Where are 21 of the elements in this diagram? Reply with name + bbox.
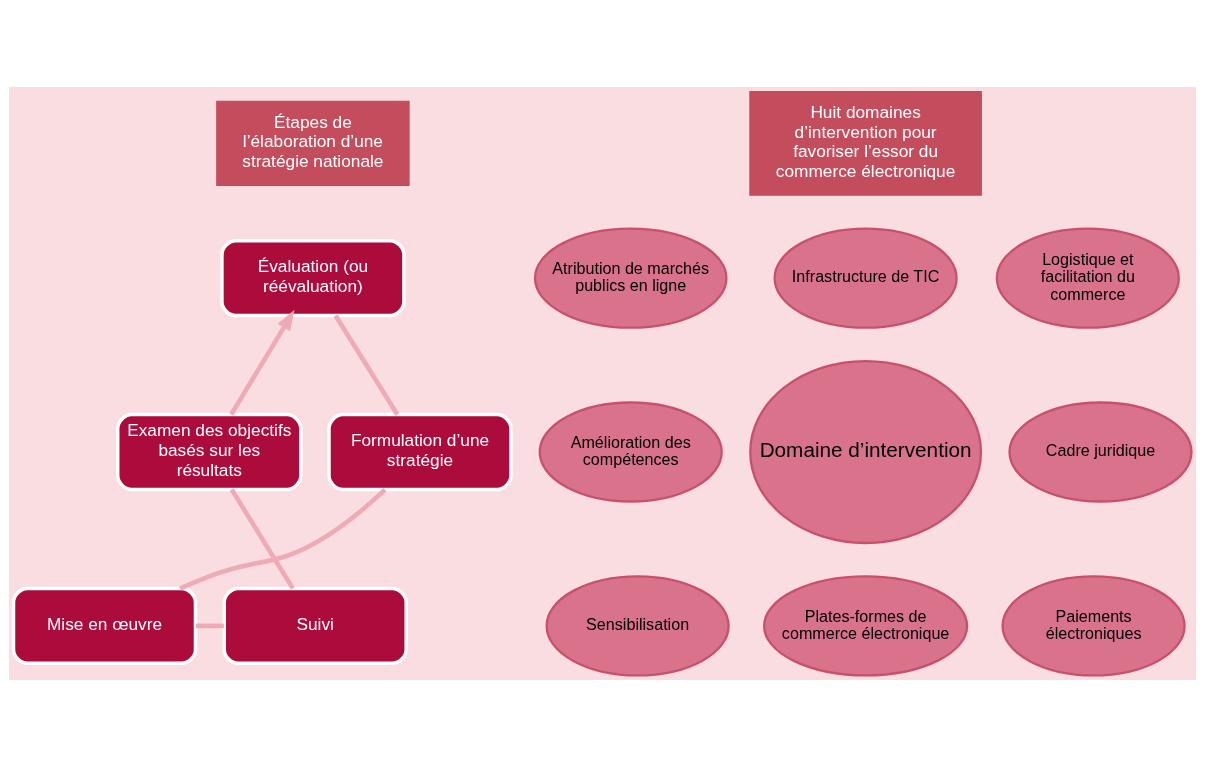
node-ellipse: Domaine d’intervention xyxy=(749,359,983,545)
node-ellipse: Sensibilisation xyxy=(545,575,730,677)
node-box: Examen des objectifs basés sur les résultats xyxy=(116,412,303,492)
node-ellipse: Amélioration des compétences xyxy=(538,401,723,503)
node-ellipse: Logistique et facilitation du commerce xyxy=(995,227,1180,329)
node-box: Suivi xyxy=(222,586,408,666)
connector xyxy=(195,623,224,629)
node-box: Étapes de l’élaboration d’une stratégie nationale xyxy=(216,100,410,187)
node-ellipse: Infrastructure de TIC xyxy=(773,227,958,329)
connector xyxy=(333,314,400,416)
node-ellipse: Paiements électroniques xyxy=(1001,575,1186,677)
node-ellipse: Atribution de marchés publics en ligne xyxy=(533,227,728,329)
node-box: Mise en œuvre xyxy=(11,586,198,666)
arrow xyxy=(229,309,295,416)
node-ellipse: Cadre juridique xyxy=(1008,401,1193,503)
connector xyxy=(179,487,387,591)
node-box: Évaluation (ou réévaluation) xyxy=(220,239,406,318)
node-ellipse: Plates-formes de commerce électronique xyxy=(763,575,969,677)
node-box: Huit domaines d’intervention pour favoriser l’essor du commerce électronique xyxy=(749,91,982,196)
node-box: Formulation d’une stratégie xyxy=(327,412,513,492)
connector xyxy=(229,488,295,590)
